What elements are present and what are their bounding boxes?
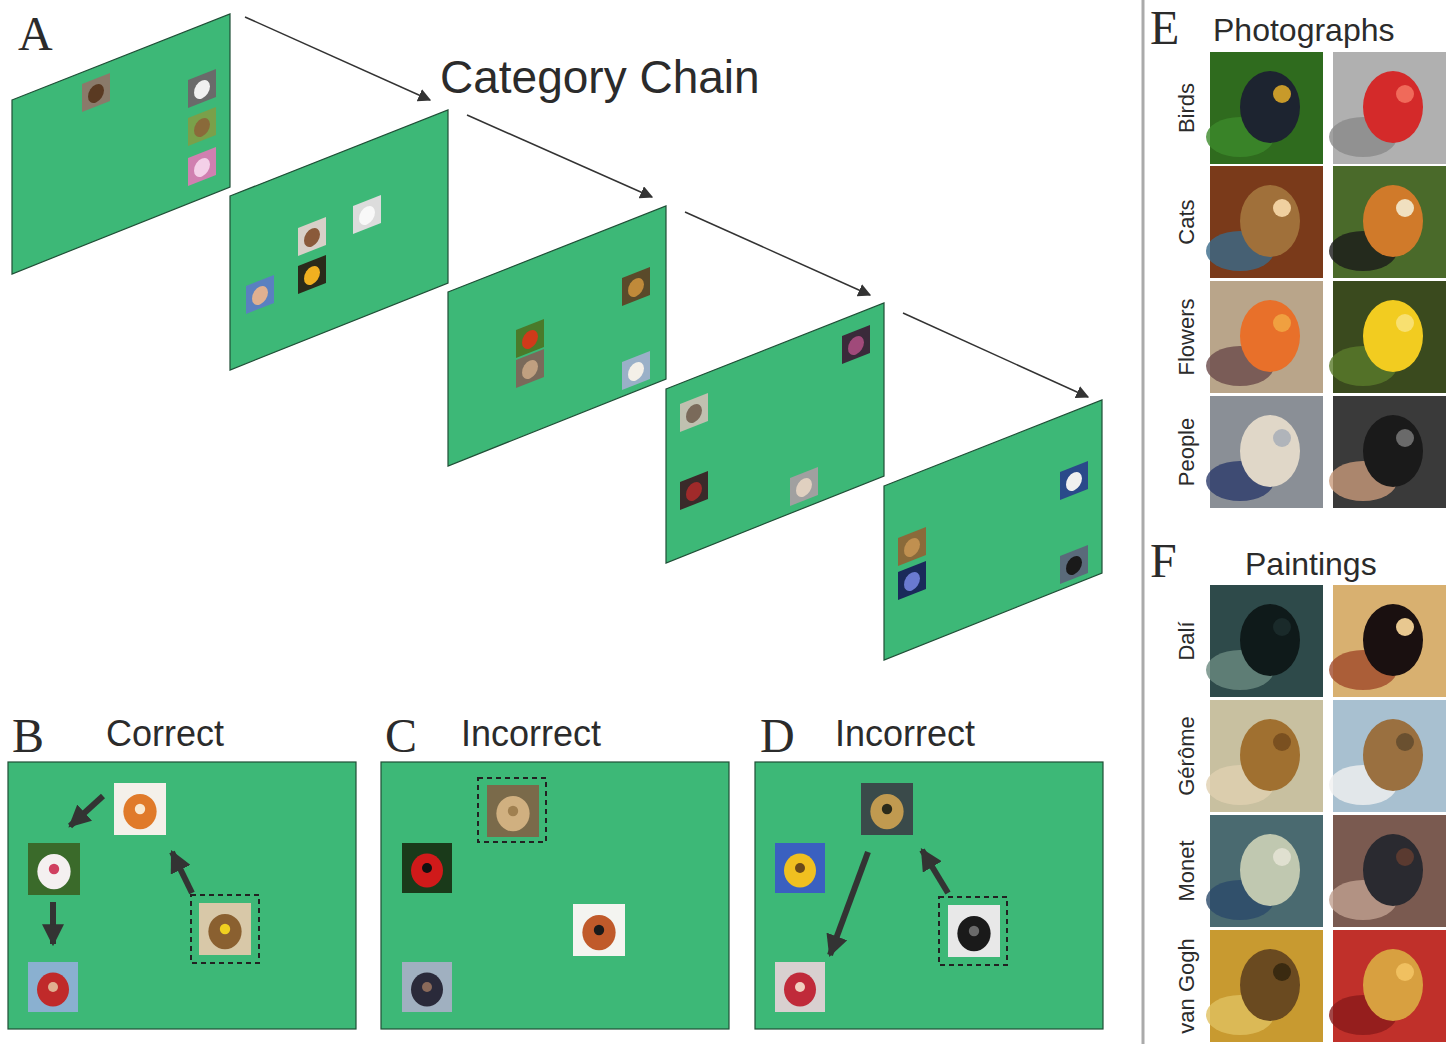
row-label: Gérôme bbox=[1176, 716, 1198, 795]
thumbnail bbox=[402, 962, 452, 1012]
example-image bbox=[1329, 700, 1446, 812]
example-image bbox=[1206, 166, 1323, 278]
trial-panel: Correct bbox=[8, 762, 356, 1029]
row-label: Cats bbox=[1176, 199, 1198, 244]
trial-panel: Incorrect bbox=[381, 762, 729, 1029]
row-label: Monet bbox=[1176, 840, 1198, 901]
thumbnail bbox=[353, 195, 381, 234]
choice-arrow bbox=[70, 796, 103, 826]
thumbnail bbox=[898, 561, 926, 600]
example-image bbox=[1329, 815, 1446, 927]
screen bbox=[448, 206, 666, 466]
trial-panel: Incorrect bbox=[755, 762, 1103, 1029]
thumbnail bbox=[28, 843, 80, 895]
example-image bbox=[1206, 930, 1323, 1042]
thumbnail bbox=[298, 217, 326, 256]
thumbnail bbox=[188, 69, 216, 108]
row-label: van Gogh bbox=[1176, 938, 1198, 1033]
panel-letter: D bbox=[760, 712, 795, 760]
thumbnail bbox=[188, 147, 216, 186]
thumbnail bbox=[898, 527, 926, 566]
example-image bbox=[1206, 815, 1323, 927]
thumbnail bbox=[199, 903, 251, 955]
panel-letter: B bbox=[12, 712, 44, 760]
row-label: Birds bbox=[1176, 83, 1198, 133]
panel-heading: Correct bbox=[106, 716, 224, 752]
thumbnail bbox=[487, 785, 539, 837]
thumbnail bbox=[298, 255, 326, 294]
row-label: Dalí bbox=[1176, 621, 1198, 660]
panel-letter: C bbox=[385, 712, 417, 760]
thumbnail bbox=[775, 843, 825, 893]
example-image bbox=[1329, 930, 1446, 1042]
divider bbox=[1142, 0, 1145, 1044]
screen bbox=[666, 303, 884, 563]
chain-arrow bbox=[467, 115, 652, 197]
trial-screen bbox=[755, 762, 1103, 1029]
example-image bbox=[1206, 700, 1323, 812]
example-image bbox=[1329, 396, 1446, 508]
thumbnail bbox=[114, 783, 166, 835]
thumbnail bbox=[573, 904, 625, 956]
thumbnail bbox=[1060, 545, 1088, 584]
thumbnail bbox=[775, 962, 825, 1012]
chain-arrow bbox=[903, 313, 1088, 397]
screen bbox=[884, 400, 1102, 660]
trial-screen bbox=[381, 762, 729, 1029]
screen bbox=[230, 110, 448, 370]
example-image bbox=[1206, 396, 1323, 508]
thumbnail bbox=[680, 471, 708, 510]
example-image bbox=[1329, 585, 1446, 697]
panel-letter: E bbox=[1150, 4, 1179, 52]
panel-letter: A bbox=[18, 10, 53, 58]
thumbnail bbox=[82, 73, 110, 112]
example-image bbox=[1329, 281, 1446, 393]
row-label: People bbox=[1176, 418, 1198, 487]
thumbnail bbox=[246, 275, 274, 314]
trial-screen bbox=[8, 762, 356, 1029]
thumbnail bbox=[516, 349, 544, 388]
panel-letter: F bbox=[1150, 537, 1177, 585]
thumbnail bbox=[842, 325, 870, 364]
choice-arrow bbox=[50, 902, 56, 944]
choice-arrow bbox=[172, 852, 192, 893]
panel-title: Paintings bbox=[1245, 548, 1377, 580]
thumbnail bbox=[1060, 461, 1088, 500]
thumbnail bbox=[680, 393, 708, 432]
selection-box bbox=[939, 897, 1007, 965]
thumbnail bbox=[188, 107, 216, 146]
thumbnail bbox=[402, 843, 452, 893]
chain-arrow bbox=[685, 212, 870, 295]
example-image bbox=[1329, 166, 1446, 278]
panel-title: Photographs bbox=[1213, 14, 1394, 46]
choice-arrow bbox=[922, 850, 948, 893]
choice-arrow bbox=[830, 852, 868, 955]
thumbnail bbox=[622, 267, 650, 306]
thumbnail bbox=[28, 962, 78, 1012]
panel-title: Category Chain bbox=[440, 54, 760, 100]
example-image bbox=[1329, 52, 1446, 164]
example-image bbox=[1206, 52, 1323, 164]
selection-box bbox=[191, 895, 259, 963]
panel-heading: Incorrect bbox=[835, 716, 975, 752]
selection-box bbox=[478, 778, 546, 842]
thumbnail bbox=[861, 783, 913, 835]
thumbnail bbox=[790, 467, 818, 506]
example-image bbox=[1206, 281, 1323, 393]
row-label: Flowers bbox=[1176, 298, 1198, 375]
panel-heading: Incorrect bbox=[461, 716, 601, 752]
thumbnail bbox=[622, 351, 650, 390]
thumbnail bbox=[948, 905, 1000, 957]
chain-arrow bbox=[245, 17, 430, 100]
example-image bbox=[1206, 585, 1323, 697]
